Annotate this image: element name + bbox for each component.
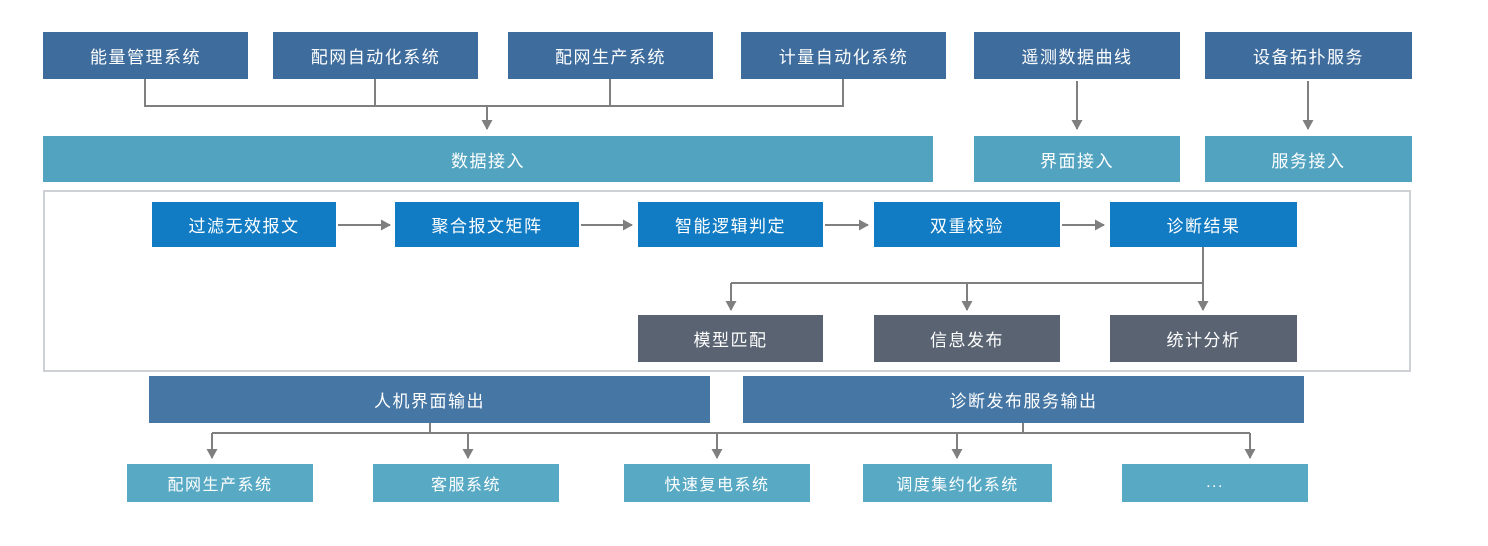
node-statistical-analysis: 统计分析: [1110, 315, 1297, 362]
bar-service-access: 服务接入: [1205, 136, 1412, 182]
source-energy-management-system: 能量管理系统: [43, 32, 248, 79]
step-aggregate-message-matrix: 聚合报文矩阵: [395, 202, 579, 247]
bar-ui-access: 界面接入: [974, 136, 1180, 182]
consumer-customer-service-system: 客服系统: [373, 464, 559, 502]
node-model-matching: 模型匹配: [638, 315, 823, 362]
consumer-distribution-production-system: 配网生产系统: [127, 464, 313, 502]
source-telemetry-data-curve: 遥测数据曲线: [974, 32, 1180, 79]
step-filter-invalid-messages: 过滤无效报文: [152, 202, 336, 247]
source-distribution-production-system: 配网生产系统: [508, 32, 713, 79]
step-double-verification: 双重校验: [874, 202, 1060, 247]
source-metering-automation-system: 计量自动化系统: [741, 32, 946, 79]
source-distribution-automation-system: 配网自动化系统: [273, 32, 478, 79]
consumer-rapid-power-restoration-system: 快速复电系统: [624, 464, 810, 502]
consumer-dispatch-intensive-system: 调度集约化系统: [863, 464, 1052, 502]
source-device-topology-service: 设备拓扑服务: [1205, 32, 1412, 79]
node-information-publish: 信息发布: [874, 315, 1060, 362]
consumer-more: ...: [1122, 464, 1308, 502]
step-diagnosis-result: 诊断结果: [1110, 202, 1297, 247]
bar-data-access: 数据接入: [43, 136, 933, 182]
step-intelligent-logic-judgment: 智能逻辑判定: [638, 202, 823, 247]
bar-hmi-output: 人机界面输出: [149, 376, 710, 423]
bar-diagnosis-publish-service-output: 诊断发布服务输出: [743, 376, 1304, 423]
